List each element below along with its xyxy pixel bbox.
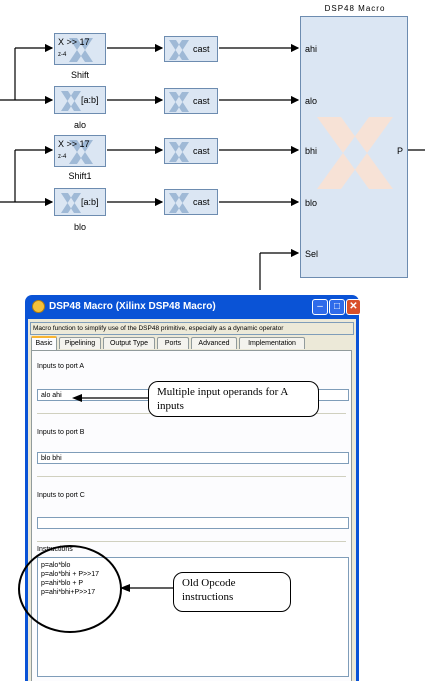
dsp48-title: DSP48 Macro	[324, 4, 386, 13]
port-bhi: bhi	[305, 146, 318, 156]
xilinx-logo-icon	[69, 38, 93, 62]
shift-block[interactable]: X >> 17 z-4	[54, 33, 106, 65]
cast-block-1[interactable]: cast	[164, 36, 218, 62]
port-b-label: Inputs to port B	[37, 429, 85, 436]
cast-label: cast	[193, 44, 210, 54]
separator	[37, 476, 346, 477]
separator	[37, 541, 346, 542]
shift-expression: X >> 17	[58, 139, 90, 149]
minimize-button[interactable]: –	[312, 299, 328, 315]
instructions-highlight-ellipse	[18, 545, 122, 633]
tab-pipelining[interactable]: Pipelining	[59, 337, 101, 349]
close-button[interactable]: ✕	[346, 299, 361, 315]
dsp48-macro-block[interactable]: ahi alo bhi blo Sel P	[300, 16, 408, 278]
cast-label: cast	[193, 197, 210, 207]
cast-block-4[interactable]: cast	[164, 189, 218, 215]
xilinx-logo-icon	[169, 40, 189, 60]
xilinx-logo-icon	[61, 91, 81, 111]
tab-advanced[interactable]: Advanced	[191, 337, 237, 349]
blo-label: blo	[73, 222, 86, 232]
callout-old-opcode: Old Opcode instructions	[173, 572, 291, 612]
port-c-label: Inputs to port C	[37, 492, 85, 499]
shift1-label: Shift1	[68, 171, 92, 181]
cast-label: cast	[193, 146, 210, 156]
port-p: P	[397, 146, 404, 156]
window-title: DSP48 Macro (Xilinx DSP48 Macro)	[49, 301, 216, 312]
slice-block-blo[interactable]: [a:b]	[54, 188, 106, 216]
xilinx-logo-icon	[169, 193, 189, 213]
cast-block-2[interactable]: cast	[164, 88, 218, 114]
slice-expression: [a:b]	[81, 197, 99, 207]
callout-multiple-inputs: Multiple input operands for A inputs	[148, 381, 319, 417]
title-bar[interactable]: DSP48 Macro (Xilinx DSP48 Macro) – □ ✕	[28, 295, 361, 319]
port-c-input[interactable]	[37, 517, 349, 529]
cast-block-3[interactable]: cast	[164, 138, 218, 164]
alo-label: alo	[73, 120, 86, 130]
xilinx-logo-icon	[317, 117, 393, 189]
tab-basic[interactable]: Basic	[31, 336, 57, 350]
slice-block-alo[interactable]: [a:b]	[54, 86, 106, 114]
delay-label: z-4	[58, 52, 67, 58]
xilinx-logo-icon	[169, 142, 189, 162]
tab-ports[interactable]: Ports	[157, 337, 189, 349]
port-blo: blo	[305, 198, 318, 208]
shift-expression: X >> 17	[58, 37, 90, 47]
port-sel: Sel	[305, 249, 319, 259]
port-b-input[interactable]: blo bhi	[37, 452, 349, 464]
port-ahi: ahi	[305, 44, 318, 54]
slice-expression: [a:b]	[81, 95, 99, 105]
xilinx-logo-icon	[69, 140, 93, 164]
tab-output-type[interactable]: Output Type	[103, 337, 155, 349]
maximize-button[interactable]: □	[329, 299, 345, 315]
diagram-wires	[0, 43, 425, 290]
description-box: Macro function to simplify use of the DS…	[30, 322, 354, 335]
app-icon	[32, 300, 45, 313]
port-alo: alo	[305, 96, 318, 106]
xilinx-logo-icon	[169, 92, 189, 112]
tab-implementation[interactable]: Implementation	[239, 337, 305, 349]
delay-label: z-4	[58, 154, 67, 160]
cast-label: cast	[193, 96, 210, 106]
xilinx-logo-icon	[61, 193, 81, 213]
port-a-label: Inputs to port A	[37, 363, 85, 370]
shift1-block[interactable]: X >> 17 z-4	[54, 135, 106, 167]
block-diagram: X >> 17 z-4 Shift [a:b] alo X >> 17 z-4 …	[0, 0, 425, 290]
shift-label: Shift	[70, 70, 89, 80]
